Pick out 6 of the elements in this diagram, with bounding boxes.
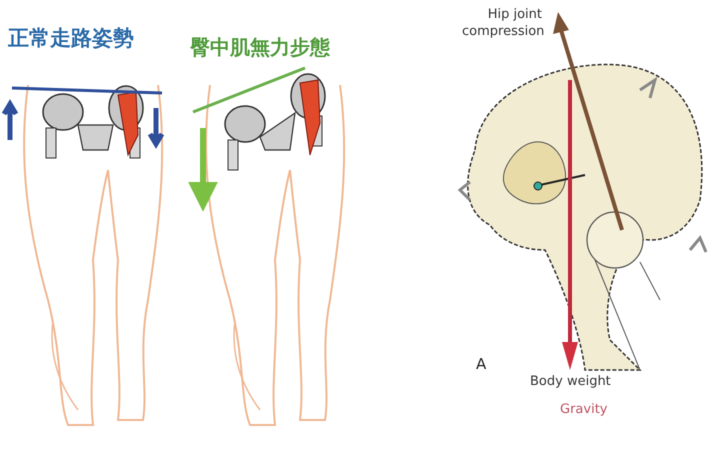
panel-letter: A <box>476 355 486 373</box>
force-label: Hip joint compression <box>462 6 542 40</box>
force-label: Gravity <box>560 402 608 417</box>
force-label: Body weight <box>530 374 611 389</box>
heading: 臀中肌無力步態 <box>190 34 330 61</box>
heading: 正常走路姿勢 <box>8 24 134 52</box>
